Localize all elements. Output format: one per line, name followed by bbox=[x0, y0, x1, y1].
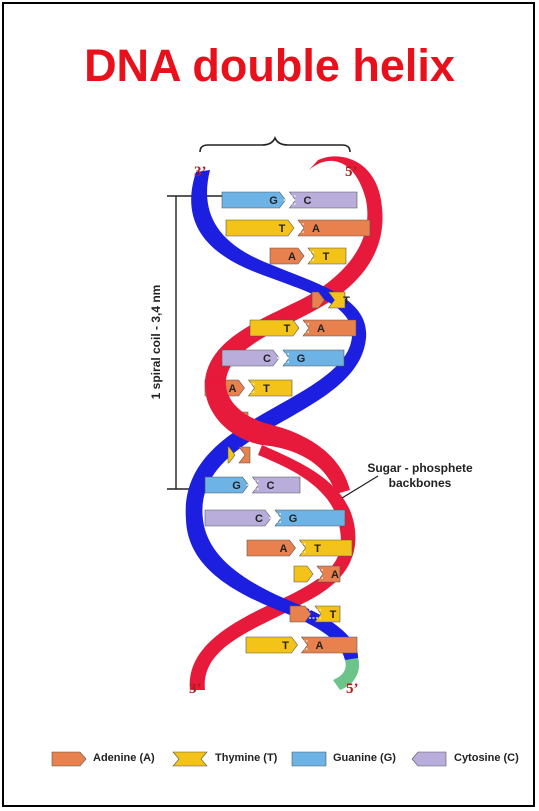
red-strand-front bbox=[204, 380, 350, 494]
base-letter-right: T bbox=[343, 295, 350, 307]
legend-label-guanine: Guanine (G) bbox=[333, 752, 396, 764]
base-block-left bbox=[204, 509, 272, 527]
legend-swatch-thymine bbox=[172, 751, 208, 767]
base-block-right bbox=[300, 636, 358, 654]
base-block-right bbox=[251, 476, 301, 494]
base-letter-right: C bbox=[304, 195, 312, 207]
base-letter-left: T bbox=[284, 323, 291, 335]
bottom-right-end-label: 5’ bbox=[346, 681, 359, 697]
legend-label-adenine: Adenine (A) bbox=[93, 752, 155, 764]
top-brace bbox=[199, 135, 351, 153]
base-letter-right: T bbox=[330, 609, 337, 621]
base-letter-left: G bbox=[269, 195, 278, 207]
base-block-right bbox=[288, 191, 358, 209]
base-letter-left: G bbox=[232, 480, 241, 492]
base-block-left bbox=[246, 539, 296, 557]
base-block-right bbox=[327, 291, 346, 309]
legend-label-cytosine: Cytosine (C) bbox=[454, 752, 519, 764]
base-letter-right: A bbox=[331, 569, 339, 581]
base-pair bbox=[227, 446, 251, 464]
legend-swatches bbox=[51, 751, 447, 767]
base-block-left bbox=[311, 291, 325, 309]
base-letter-right: C bbox=[267, 480, 275, 492]
page-title: DNA double helix bbox=[84, 40, 455, 91]
base-block-right bbox=[314, 605, 341, 623]
base-letter-left: A bbox=[288, 251, 296, 263]
base-letter-right: A bbox=[316, 640, 324, 652]
base-letter-right: A bbox=[312, 223, 320, 235]
base-block-left bbox=[227, 446, 236, 464]
base-pair: T bbox=[311, 291, 350, 309]
base-block-right bbox=[297, 219, 371, 237]
base-letter-left: T bbox=[282, 640, 289, 652]
legend-label-thymine: Thymine (T) bbox=[215, 752, 278, 764]
base-letter-right: T bbox=[323, 251, 330, 263]
base-letter-right: A bbox=[317, 323, 325, 335]
base-block-left bbox=[249, 319, 300, 337]
base-block-right bbox=[302, 319, 357, 337]
base-pair: A bbox=[293, 565, 341, 583]
base-block-right bbox=[238, 446, 251, 464]
top-left-end-label: 3’ bbox=[194, 164, 207, 180]
base-letter-left: C bbox=[255, 513, 263, 525]
base-block-left bbox=[225, 219, 295, 237]
helix-strands bbox=[185, 156, 383, 690]
legend-swatch-adenine bbox=[51, 751, 87, 767]
base-letter-right: G bbox=[297, 353, 306, 365]
coil-label: 1 spiral coil - 3,4 nm bbox=[149, 285, 163, 400]
base-block-right bbox=[274, 509, 346, 527]
base-letter-left: C bbox=[263, 353, 271, 365]
base-letter-left: A bbox=[280, 543, 288, 555]
base-letter-right: G bbox=[289, 513, 298, 525]
base-pair: T bbox=[289, 605, 341, 623]
base-block-left bbox=[221, 349, 280, 367]
top-right-end-label: 5’ bbox=[345, 164, 358, 180]
base-letter-left: T bbox=[279, 223, 286, 235]
base-letter-right: T bbox=[314, 543, 321, 555]
red-strand-lower bbox=[189, 445, 356, 690]
backbone-label-line2: backbones bbox=[389, 476, 452, 490]
base-block-right bbox=[307, 247, 347, 265]
base-letter-right: T bbox=[263, 383, 270, 395]
base-block-right bbox=[247, 379, 293, 397]
legend-swatch-cytosine bbox=[411, 751, 447, 767]
base-block-left bbox=[204, 476, 249, 494]
base-block-left bbox=[245, 636, 298, 654]
legend: Adenine (A) Thymine (T) Guanine (G) Cyto… bbox=[0, 748, 539, 772]
green-tail bbox=[333, 658, 360, 690]
base-block-right bbox=[298, 539, 353, 557]
base-block-left bbox=[221, 191, 286, 209]
legend-swatch-guanine bbox=[291, 751, 327, 767]
base-block-right bbox=[282, 349, 345, 367]
base-block-left bbox=[269, 247, 305, 265]
blue-strand bbox=[185, 170, 367, 660]
base-letter-left: A bbox=[229, 383, 237, 395]
backbone-pointer bbox=[341, 475, 379, 499]
base-block-left bbox=[293, 565, 314, 583]
backbone-label-line1: Sugar - phosphete bbox=[367, 461, 473, 475]
bottom-left-end-label: 3’ bbox=[189, 681, 202, 697]
base-block-left bbox=[289, 605, 312, 623]
